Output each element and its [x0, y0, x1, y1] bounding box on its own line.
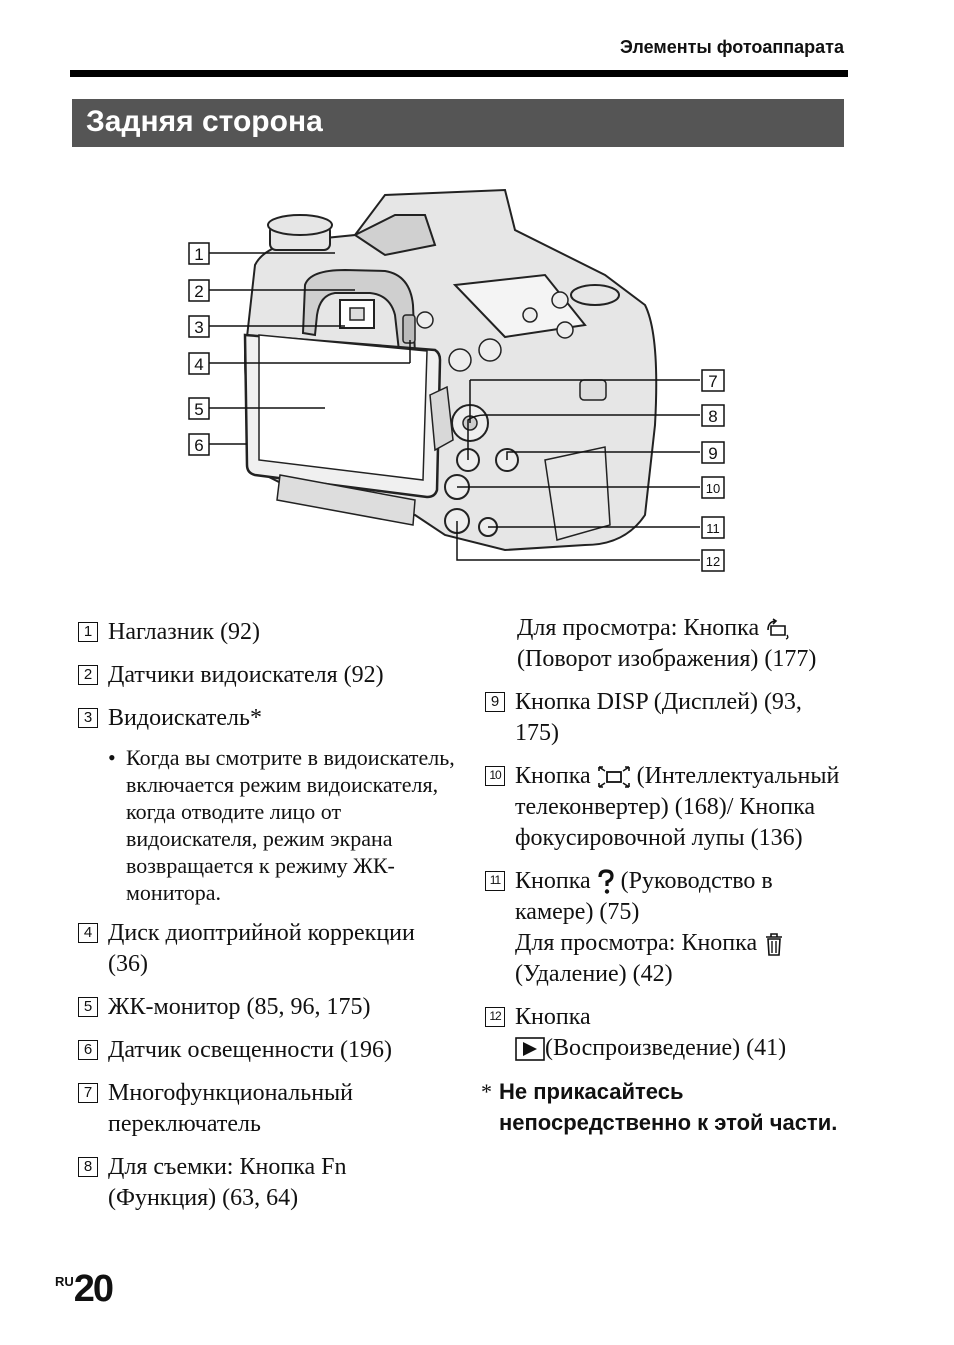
- language-code: RU: [55, 1274, 74, 1289]
- play-icon: [515, 1037, 545, 1062]
- camera-back-diagram: 1 2 3 4 5 6 7 8 9 10 11 12: [188, 188, 725, 572]
- callout-8: 8: [708, 407, 717, 426]
- item-text: (Воспроизведение) (41): [545, 1035, 787, 1061]
- item-text: Для просмотра: Кнопка: [517, 615, 766, 641]
- item-number: 8: [78, 1157, 98, 1177]
- callout-3: 3: [194, 318, 203, 337]
- callout-5: 5: [194, 400, 203, 419]
- legend-item-6: 6 Датчик освещенности (196): [78, 1035, 458, 1066]
- chapter-title: Элементы фотоаппарата: [620, 37, 844, 57]
- legend-item-3-bullet: • Когда вы смотрите в видоискатель, вклю…: [78, 744, 458, 906]
- item-text: Датчики видоискателя (92): [108, 662, 384, 688]
- item-text: Кнопка DISP (Дисплей) (93, 175): [515, 689, 802, 746]
- callout-4: 4: [194, 355, 203, 374]
- callout-1: 1: [194, 245, 203, 264]
- item-text: Кнопка: [515, 868, 597, 894]
- item-text: Кнопка: [515, 1004, 591, 1030]
- section-title: Задняя сторона: [86, 105, 323, 138]
- header-rule: [70, 70, 848, 77]
- item-text: Диск диоптрийной коррекции (36): [108, 920, 415, 977]
- callout-2: 2: [194, 282, 203, 301]
- item-text: Наглазник (92): [108, 619, 261, 645]
- warning-note: * Не прикасайтесь непосредственно к этой…: [481, 1076, 845, 1138]
- item-number: 7: [78, 1083, 98, 1103]
- legend-item-8: 8 Для съемки: Кнопка Fn (Функция) (63, 6…: [78, 1152, 458, 1214]
- item-number: 9: [485, 692, 505, 712]
- item-text: Для съемки: Кнопка Fn (Функция) (63, 64): [108, 1154, 347, 1211]
- legend-item-5: 5 ЖК-монитор (85, 96, 175): [78, 992, 458, 1023]
- page-number: RU20: [55, 1268, 114, 1311]
- help-guide-icon: [598, 869, 614, 895]
- legend-item-9: 9 Кнопка DISP (Дисплей) (93, 175): [485, 687, 845, 749]
- callout-6: 6: [194, 436, 203, 455]
- item-text: Датчик освещенности (196): [108, 1037, 392, 1063]
- page-number-value: 20: [73, 1268, 114, 1310]
- item-number: 4: [78, 923, 98, 943]
- note-text: Не прикасайтесь непосредственно к этой ч…: [499, 1079, 838, 1135]
- item-text: (Руководство в камере) (75): [515, 868, 773, 925]
- item-text: Видоискатель*: [108, 705, 262, 731]
- legend-left-column: 1 Наглазник (92) 2 Датчики видоискателя …: [78, 617, 458, 1226]
- legend-right-column: Для просмотра: Кнопка (Поворот изображен…: [481, 615, 845, 1138]
- item-number: 1: [78, 622, 98, 642]
- item-number: 11: [485, 871, 505, 891]
- smart-teleconverter-icon: [597, 766, 630, 789]
- legend-item-2: 2 Датчики видоискателя (92): [78, 660, 458, 691]
- item-text: Для просмотра: Кнопка: [515, 930, 764, 956]
- item-number: 5: [78, 997, 98, 1017]
- item-number: 12: [485, 1007, 505, 1027]
- legend-item-7: 7 Многофункциональный переключатель: [78, 1078, 458, 1140]
- section-bar: Задняя сторона: [72, 99, 844, 147]
- item-number: 3: [78, 708, 98, 728]
- bullet-text: Когда вы смотрите в видоискатель, включа…: [126, 745, 455, 905]
- item-number: 10: [485, 766, 505, 786]
- callout-11: 11: [706, 521, 720, 536]
- note-asterisk: *: [481, 1079, 492, 1104]
- legend-item-3: 3 Видоискатель*: [78, 703, 458, 734]
- item-text: (Поворот изображения) (177): [517, 646, 817, 672]
- legend-item-1: 1 Наглазник (92): [78, 617, 458, 648]
- item-text: ЖК-монитор (85, 96, 175): [108, 994, 371, 1020]
- callout-9: 9: [708, 444, 717, 463]
- legend-item-12: 12 Кнопка (Воспроизведение) (41): [485, 1002, 845, 1064]
- item-text: Кнопка: [515, 763, 597, 789]
- legend-item-11: 11 Кнопка (Руководство в камере) (75) Дл…: [485, 866, 845, 990]
- legend-item-8-continued: Для просмотра: Кнопка (Поворот изображен…: [485, 613, 845, 675]
- item-number: 6: [78, 1040, 98, 1060]
- trash-icon: [766, 933, 783, 957]
- item-text: (Удаление) (42): [515, 961, 673, 987]
- callout-12: 12: [706, 554, 720, 569]
- item-text: (Интеллектуальный телеконвертер) (168)/ …: [515, 763, 840, 851]
- rotate-image-icon: [767, 618, 789, 641]
- callout-10: 10: [706, 481, 720, 496]
- item-number: 2: [78, 665, 98, 685]
- legend-item-4: 4 Диск диоптрийной коррекции (36): [78, 918, 458, 980]
- bullet-dot: •: [108, 745, 116, 770]
- item-text: Многофункциональный переключатель: [108, 1080, 354, 1137]
- callout-7: 7: [708, 372, 717, 391]
- legend-item-10: 10 Кнопка (Интеллектуальный телеконверте…: [485, 761, 845, 854]
